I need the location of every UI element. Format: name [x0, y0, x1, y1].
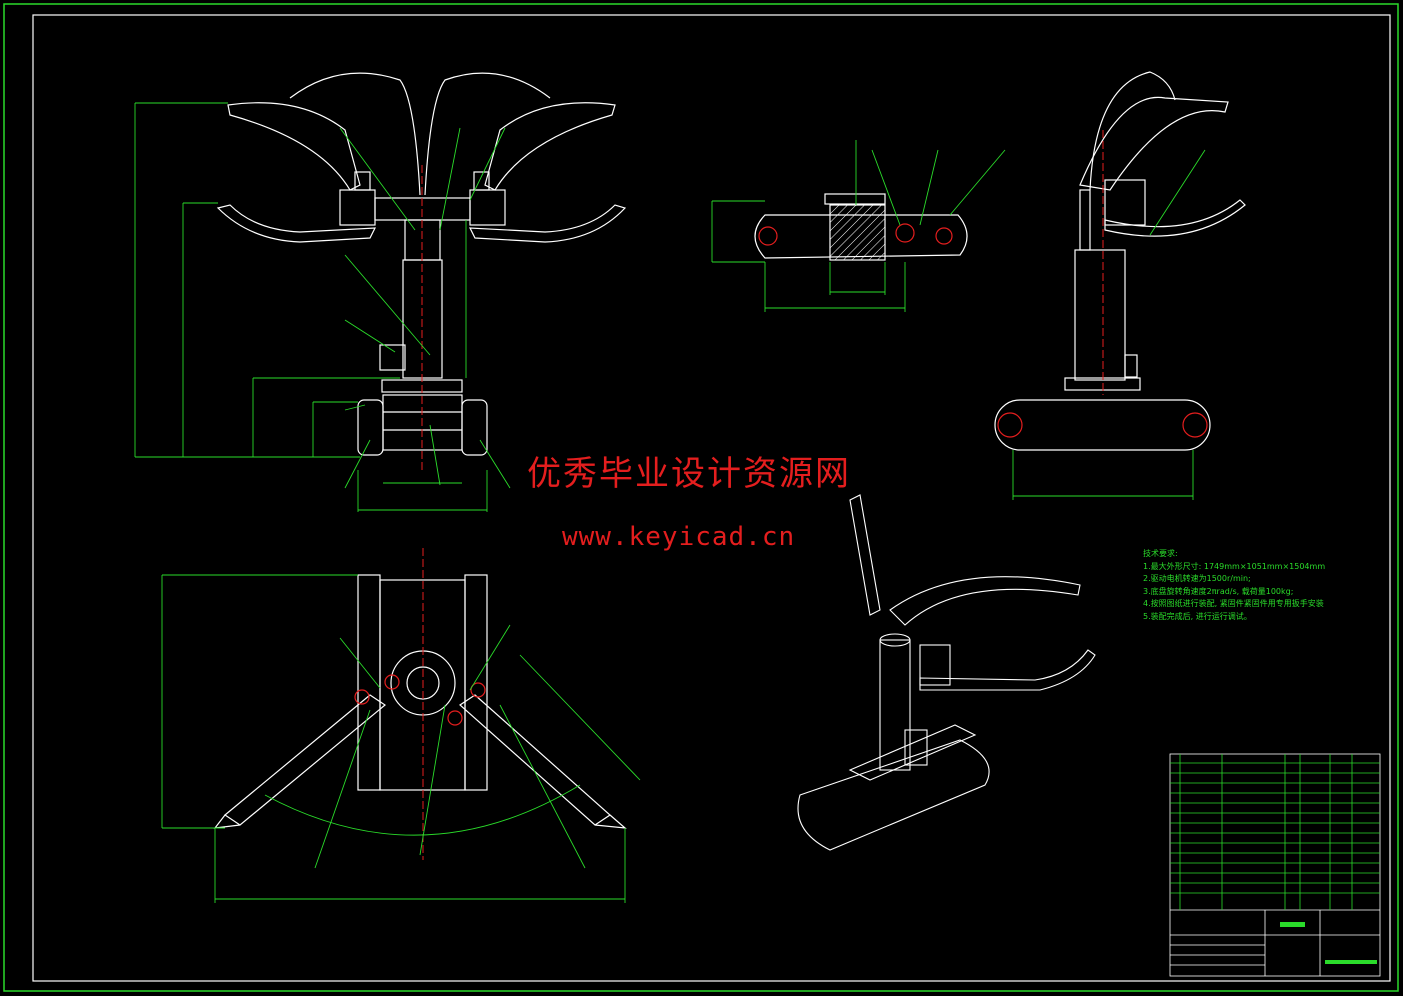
tech-requirement-line: 1.最大外形尺寸: 1749mm×1051mm×1504mm	[1143, 561, 1326, 571]
top-track-right	[464, 574, 488, 791]
front-motor-top-right	[473, 171, 490, 191]
front-lower-left-claw	[216, 204, 376, 243]
front-dimensions	[134, 102, 511, 512]
iso-track-rear	[848, 724, 977, 781]
front-upper-left-claw	[227, 102, 361, 191]
front-track-right	[461, 399, 488, 456]
tech-requirements: 技术要求: 1.最大外形尺寸: 1749mm×1051mm×1504mm 2.驱…	[1143, 548, 1325, 623]
right-gearbox	[1104, 179, 1146, 226]
chassis-track-outline	[754, 214, 968, 259]
right-track	[994, 399, 1211, 451]
isometric-view	[797, 494, 1096, 851]
watermark-url[interactable]: www.keyicad.cn	[562, 522, 796, 552]
front-upper-right-claw	[484, 102, 616, 191]
inner-frame	[32, 14, 1391, 982]
front-motor-top-left	[354, 171, 371, 191]
top-dimensions	[161, 574, 641, 903]
right-side-view	[994, 71, 1246, 451]
iso-gearbox	[919, 644, 951, 686]
right-column-lower	[1074, 249, 1126, 381]
right-dimensions	[1012, 149, 1206, 500]
top-right-arm	[459, 694, 611, 826]
front-arc-right	[424, 72, 551, 196]
tech-requirement-line: 3.底盘旋转角速度2πrad/s, 载荷量100kg;	[1143, 586, 1294, 596]
top-left-arm	[223, 694, 387, 826]
top-track-left	[357, 574, 381, 791]
front-arc-left	[289, 72, 421, 196]
watermark-title: 优秀毕业设计资源网	[527, 454, 851, 494]
tech-requirement-line: 4.按照图纸进行装配, 紧固件紧固件用专用扳手安装	[1143, 599, 1324, 608]
title-block	[1169, 753, 1381, 977]
iso-track-front	[797, 739, 990, 851]
right-motor	[1124, 354, 1138, 378]
front-track-left	[357, 399, 384, 456]
chassis-center-block	[829, 204, 886, 261]
front-motor-side	[379, 344, 406, 371]
tech-requirement-line: 2.驱动电机转速为1500r/min;	[1143, 574, 1251, 583]
iso-lower-claw	[919, 649, 1096, 691]
front-lower-right-claw	[469, 204, 627, 243]
right-upper-claw	[1079, 96, 1229, 191]
outer-frame	[3, 3, 1399, 992]
iso-column	[879, 639, 911, 771]
right-lower-claw	[1104, 199, 1246, 237]
iso-arm-up	[849, 494, 881, 616]
right-arc	[1089, 71, 1176, 191]
chassis-dimensions	[711, 140, 1006, 312]
tech-requirements-title: 技术要求:	[1143, 549, 1178, 558]
front-left-gearbox	[339, 189, 376, 226]
tech-requirement-line: 5.装配完成后, 进行运行调试。	[1143, 611, 1252, 621]
right-column	[1079, 189, 1091, 251]
iso-upper-claw	[889, 576, 1081, 626]
chassis-side-view	[754, 193, 968, 261]
front-right-gearbox	[469, 189, 506, 226]
top-view	[213, 574, 627, 829]
front-chassis	[382, 394, 463, 451]
